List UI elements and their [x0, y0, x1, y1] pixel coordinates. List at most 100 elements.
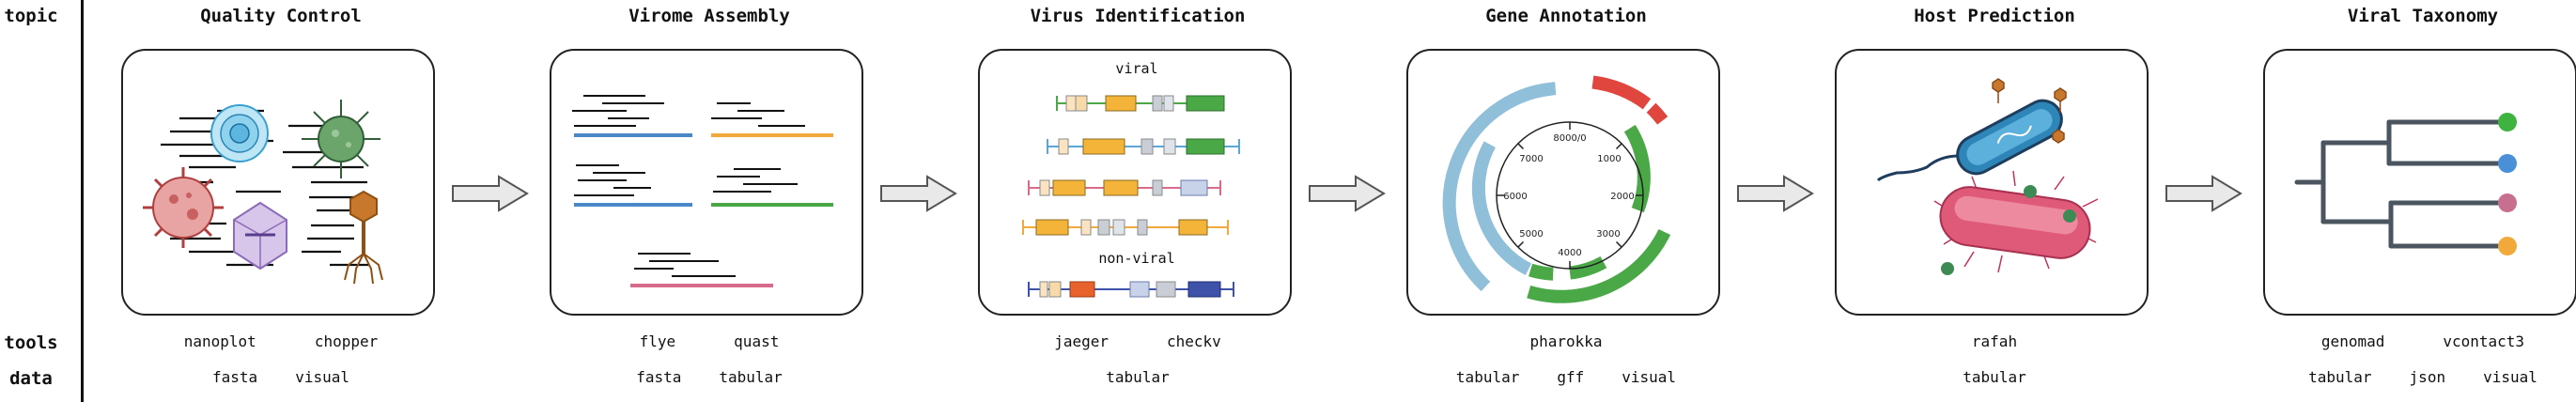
- taxonomy-leaf-icon: [2498, 237, 2517, 255]
- data-gff: gff: [1557, 368, 1585, 386]
- flow-arrow-icon: [452, 175, 529, 212]
- row-label-topic: topic: [4, 6, 58, 26]
- annotation-ring-green-2: [1569, 255, 1607, 280]
- data-row: tabular json visual: [2263, 368, 2576, 386]
- circular-genome-map-illustration: 8000/0 1000 2000 3000 4000 5000 6000 700…: [1442, 75, 1671, 303]
- viral-genome-map: [1022, 95, 1240, 236]
- stage-gene-annotation: Gene Annotation: [1406, 0, 1726, 402]
- green-virus-icon: [302, 100, 380, 178]
- stage-title: Virus Identification: [1030, 6, 1246, 26]
- stage-title: Gene Annotation: [1485, 6, 1647, 26]
- data-row: tabular: [1835, 368, 2154, 386]
- annotation-ring-green-outer: [1527, 228, 1671, 303]
- virome-assembly-panel: [550, 49, 863, 316]
- genome-maps-illustration: viral: [1022, 60, 1240, 298]
- data-tabular: tabular: [2308, 368, 2372, 386]
- data-tabular: tabular: [719, 368, 783, 386]
- phylogenetic-tree-illustration: [2294, 113, 2517, 255]
- red-virus-icon: [143, 167, 224, 248]
- tick-label: 5000: [1519, 229, 1543, 240]
- raw-reads-with-viruses-illustration: [143, 100, 383, 285]
- annotation-ring-green: [1623, 124, 1651, 213]
- tool-checkv[interactable]: checkv: [1167, 332, 1221, 350]
- stage-host-prediction: Host Prediction: [1835, 0, 2154, 402]
- contig-assembly-illustration: [572, 95, 833, 287]
- tool-nanoplot[interactable]: nanoplot: [183, 332, 256, 350]
- bacteria-hosts-illustration: [1876, 78, 2099, 275]
- stage-virome-assembly: Virome Assembly flye: [550, 0, 869, 402]
- annotation-ring-blue-outer: [1442, 82, 1557, 292]
- tick-label: 6000: [1503, 192, 1527, 202]
- tools-row: pharokka: [1406, 332, 1726, 350]
- viral-taxonomy-panel: [2263, 49, 2576, 316]
- red-bacterium-icon: [1933, 170, 2099, 273]
- stage-title: Host Prediction: [1914, 6, 2075, 26]
- row-label-tools: tools: [4, 332, 58, 353]
- virus-identification-panel: viral: [978, 49, 1292, 316]
- annotation-ring-green-3: [1529, 263, 1554, 281]
- data-visual: visual: [295, 368, 349, 386]
- data-fasta: fasta: [212, 368, 258, 386]
- non-viral-label: non-viral: [1098, 250, 1174, 267]
- annotation-ring-blue: [1471, 141, 1532, 276]
- data-fasta: fasta: [636, 368, 682, 386]
- tick-label: 3000: [1596, 229, 1620, 240]
- tick-label: 8000/0: [1553, 133, 1586, 144]
- tool-genomad[interactable]: genomad: [2320, 332, 2385, 350]
- data-visual: visual: [1622, 368, 1677, 386]
- flow-arrow-icon: [1737, 175, 1814, 212]
- tool-pharokka[interactable]: pharokka: [1529, 332, 1603, 350]
- data-row: fasta visual: [121, 368, 441, 386]
- blue-bacterium-icon: [1876, 99, 2063, 182]
- tool-chopper[interactable]: chopper: [314, 332, 379, 350]
- stage-virus-identification: Virus Identification viral: [978, 0, 1297, 402]
- tools-row: rafah: [1835, 332, 2154, 350]
- data-tabular: tabular: [1963, 368, 2026, 386]
- bacteriophage-icon: [344, 190, 383, 285]
- flow-arrow-icon: [2165, 175, 2242, 212]
- data-visual: visual: [2483, 368, 2537, 386]
- annotation-ring-red-2: [1646, 102, 1668, 125]
- stage-viral-taxonomy: Viral Taxonomy genomad vcontact3: [2263, 0, 2576, 402]
- row-label-data: data: [9, 368, 53, 389]
- viral-label: viral: [1115, 60, 1157, 77]
- gene-annotation-panel: 8000/0 1000 2000 3000 4000 5000 6000 700…: [1406, 49, 1720, 316]
- tick-label: 7000: [1519, 154, 1543, 164]
- phage-on-bacterium-icon: [1992, 78, 2067, 144]
- tool-rafah[interactable]: rafah: [1971, 332, 2018, 350]
- tools-row: genomad vcontact3: [2263, 332, 2576, 350]
- annotation-ring-red: [1591, 75, 1652, 110]
- tools-row: jaeger checkv: [978, 332, 1297, 350]
- data-tabular: tabular: [1455, 368, 1520, 386]
- flow-arrow-icon: [880, 175, 957, 212]
- host-prediction-panel: [1835, 49, 2149, 316]
- tick-label: 1000: [1597, 154, 1621, 164]
- taxonomy-leaf-icon: [2498, 193, 2517, 212]
- green-virus-particle-icon: [1941, 185, 2076, 275]
- data-row: fasta tabular: [550, 368, 869, 386]
- tool-vcontact3[interactable]: vcontact3: [2443, 332, 2525, 350]
- purple-virus-icon: [233, 201, 287, 271]
- flow-arrow-icon: [1309, 175, 1386, 212]
- quality-control-panel: [121, 49, 435, 316]
- stage-title: Quality Control: [200, 6, 362, 26]
- data-json: json: [2409, 368, 2446, 386]
- data-row: tabular: [978, 368, 1297, 386]
- non-viral-genome-map: [1028, 281, 1234, 298]
- tick-label: 2000: [1610, 192, 1634, 202]
- tool-quast[interactable]: quast: [734, 332, 780, 350]
- stage-quality-control: Quality Control: [121, 0, 441, 402]
- tools-row: nanoplot chopper: [121, 332, 441, 350]
- tool-flye[interactable]: flye: [639, 332, 676, 350]
- tool-jaeger[interactable]: jaeger: [1054, 332, 1109, 350]
- stage-title: Viral Taxonomy: [2347, 6, 2499, 26]
- data-row: tabular gff visual: [1406, 368, 1726, 386]
- stage-title: Virome Assembly: [628, 6, 790, 26]
- data-tabular: tabular: [1106, 368, 1170, 386]
- tick-label: 4000: [1558, 248, 1581, 258]
- blue-virus-icon: [210, 104, 269, 162]
- taxonomy-leaf-icon: [2498, 154, 2517, 173]
- tools-row: flye quast: [550, 332, 869, 350]
- row-label-divider: [81, 0, 84, 402]
- taxonomy-leaf-icon: [2498, 113, 2517, 131]
